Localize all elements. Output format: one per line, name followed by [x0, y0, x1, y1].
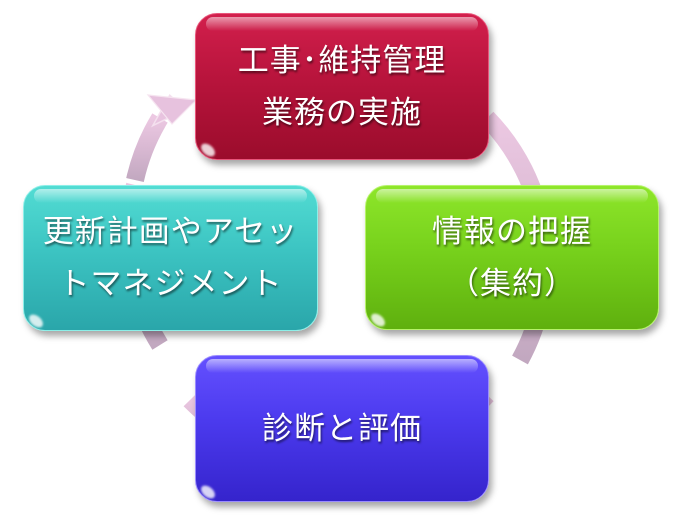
cycle-node-execution: 工事･維持管理 業務の実施 [195, 13, 489, 160]
node-label-line: 業務の実施 [262, 94, 422, 131]
node-label-line: トマネジメント [58, 266, 283, 302]
cycle-node-diagnosis: 診断と評価 [195, 355, 489, 502]
cycle-node-information: 情報の把握 （集約） [365, 185, 659, 330]
node-label-line: 情報の把握 [432, 213, 592, 250]
node-label-line: （集約） [448, 265, 576, 302]
node-label-line: 工事･維持管理 [237, 42, 447, 79]
node-label-line: 診断と評価 [262, 410, 422, 447]
cycle-node-planning: 更新計画やアセッ トマネジメント [23, 185, 318, 331]
node-label-line: 更新計画やアセッ [42, 214, 299, 250]
